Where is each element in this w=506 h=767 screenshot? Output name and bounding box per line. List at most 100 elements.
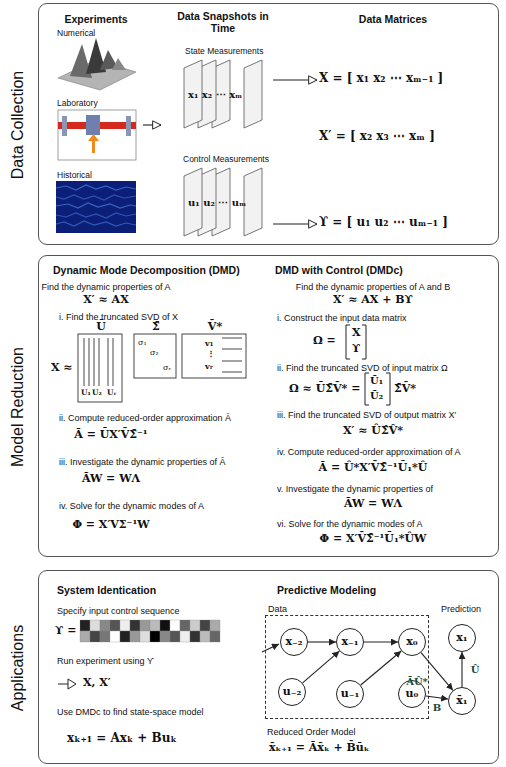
node-label: x₋₂ — [281, 629, 307, 655]
svd-matrix-blocks — [222, 361, 242, 362]
laboratory-setup — [86, 115, 100, 135]
math-expression: Ū₁ — [370, 375, 383, 387]
laboratory-setup — [88, 134, 99, 141]
math-expression: Ω ≈ ŪΣ̄V̄* = — [289, 383, 360, 396]
method-column: Dynamic Mode Decomposition (DMD)Find the… — [47, 261, 261, 553]
state-snapshot-cards — [244, 60, 262, 128]
node-label: x̄₁ — [449, 688, 475, 714]
input-sequence-heatmap — [130, 631, 140, 642]
math-expression: xₖ₊₁ = Axₖ + Buₖ — [67, 732, 177, 746]
matrix-bracket — [365, 373, 369, 405]
input-sequence-heatmap — [140, 631, 150, 642]
numerical-surface — [58, 38, 136, 90]
math-expression: V̄* — [200, 321, 230, 334]
body-text: iv. Compute reduced-order approximation … — [277, 447, 460, 457]
data-box: Datax₋₂x₋₁x₀u₋₂u₋₁u₀ — [265, 615, 429, 719]
input-sequence-heatmap — [140, 620, 150, 631]
control-snapshot-cards — [184, 168, 262, 236]
math-expression: X, X′ — [83, 677, 111, 690]
svd-matrix-blocks — [222, 338, 242, 339]
heading-text: DMD with Control (DMDc) — [275, 264, 403, 276]
flow-arrow — [308, 641, 336, 642]
body-text: v. Investigate the dynamic properties of — [277, 484, 433, 494]
math-expression: Ω = — [313, 335, 336, 348]
input-sequence-heatmap — [210, 631, 220, 642]
math-expression: Ā = Û*X′V̄Σ̄⁻¹Ū₁*Û — [268, 462, 478, 475]
input-sequence-heatmap — [110, 631, 120, 642]
math-expression: Φ = X′V̄Σ̄⁻¹Ū₁*ÛW — [268, 533, 478, 546]
heading-text: Data Matrices — [333, 13, 453, 25]
body-text: Data — [268, 604, 287, 614]
experiment-image: Laboratory — [55, 97, 139, 165]
data-matrix: ϒ = [ u₁ u₂ ⋯ uₘ₋₁ ] — [317, 207, 493, 241]
heading-text: Data Snapshots in Time — [176, 10, 271, 34]
node-label: x₁ — [449, 625, 475, 651]
input-sequence-heatmap — [150, 620, 160, 631]
snapshot-stack: Control Measurementsu₁ u₂ ⋯ uₘ — [181, 153, 273, 241]
laboratory-setup — [126, 116, 131, 136]
body-text: iii. Investigate the dynamic properties … — [59, 457, 226, 467]
flow-arrow — [426, 696, 448, 699]
svd-matrix-blocks — [94, 338, 95, 386]
state-snapshot-cards — [184, 60, 262, 128]
historical-data-image — [56, 195, 136, 200]
body-text: Use DMDc to find state-space model — [57, 707, 204, 717]
snapshot-stack: State Measurementsx₁ x₂ ⋯ xₘ — [181, 45, 273, 137]
input-sequence-heatmap — [200, 631, 210, 642]
flow-arrow — [303, 651, 340, 683]
input-sequence-heatmap — [170, 620, 180, 631]
numerical-surface — [112, 58, 126, 70]
node-label: x₋₁ — [337, 629, 363, 655]
body-text: vi. Solve for the dynamic modes of A — [277, 519, 423, 529]
math-expression: ϒ = [ u₁ u₂ ⋯ uₘ₋₁ ] — [319, 216, 448, 230]
math-expression: X — [352, 327, 361, 340]
input-sequence-heatmap — [170, 631, 180, 642]
heading-text: Predictive Modeling — [277, 584, 376, 596]
math-expression: Ū — [89, 321, 113, 334]
flow-arrow — [143, 124, 161, 125]
input-sequence-heatmap — [80, 631, 90, 642]
body-text: Specify input control sequence — [57, 606, 180, 616]
control-snapshot-cards — [244, 168, 262, 236]
body-text: Laboratory — [57, 99, 98, 109]
input-node: u₋₁ — [336, 680, 364, 708]
math-expression: σ₁ — [138, 338, 147, 347]
section-title: Model Reduction — [7, 297, 29, 517]
edge-label: B — [433, 702, 441, 713]
body-text: Run experiment using ϒ — [57, 656, 154, 666]
math-expression: x̄ₖ₊₁ = Āx̄ₖ + B̄ūₖ — [269, 742, 370, 755]
run-arrow — [58, 679, 76, 689]
column-group: ExperimentsNumericalLaboratoryHistorical — [49, 9, 143, 241]
svd-matrix-blocks — [134, 334, 176, 378]
input-sequence-heatmap — [120, 620, 130, 631]
svd-matrix-blocks — [99, 338, 100, 386]
body-text: Control Measurements — [183, 155, 269, 165]
historical-data-image — [56, 213, 136, 218]
math-expression: σᵣ — [163, 363, 171, 372]
heading-text: Experiments — [51, 13, 141, 25]
body-text: Reduced Order Model — [267, 727, 356, 737]
column-group: Data MatricesX = [ x₁ x₂ ⋯ xₘ₋₁ ]X′ = [ … — [291, 9, 496, 241]
flow-arrow — [361, 651, 402, 685]
experiment-image: Numerical — [55, 27, 139, 93]
body-text: i. Construct the input data matrix — [277, 313, 407, 323]
body-text: State Measurements — [185, 47, 263, 57]
math-expression: Ū₂ — [370, 390, 383, 402]
edge-label: ĀÛ* — [406, 676, 428, 687]
input-sequence-heatmap — [210, 620, 220, 631]
matrix-bracket — [362, 325, 366, 359]
body-text: ii. Compute reduced-order approximation … — [59, 413, 231, 423]
input-sequence-heatmap — [100, 620, 110, 631]
math-expression: ⋮ — [207, 349, 215, 358]
column-group: Data Snapshots in TimeState Measurements… — [161, 9, 285, 241]
math-expression: X′ ≈ ÛΣ̂V̂* — [298, 425, 448, 438]
state-node: x₀ — [398, 628, 426, 656]
math-expression: Σ̄V̄* — [394, 383, 416, 396]
math-expression: X′ ≈ AX — [46, 294, 166, 307]
math-expression: U₂ — [92, 389, 102, 398]
section-panel: Model ReductionDynamic Mode Decompositio… — [38, 255, 499, 557]
body-text: Find the dynamic properties of A and B — [268, 282, 478, 292]
math-expression: ϒ — [352, 343, 360, 356]
laboratory-setup — [58, 110, 136, 160]
